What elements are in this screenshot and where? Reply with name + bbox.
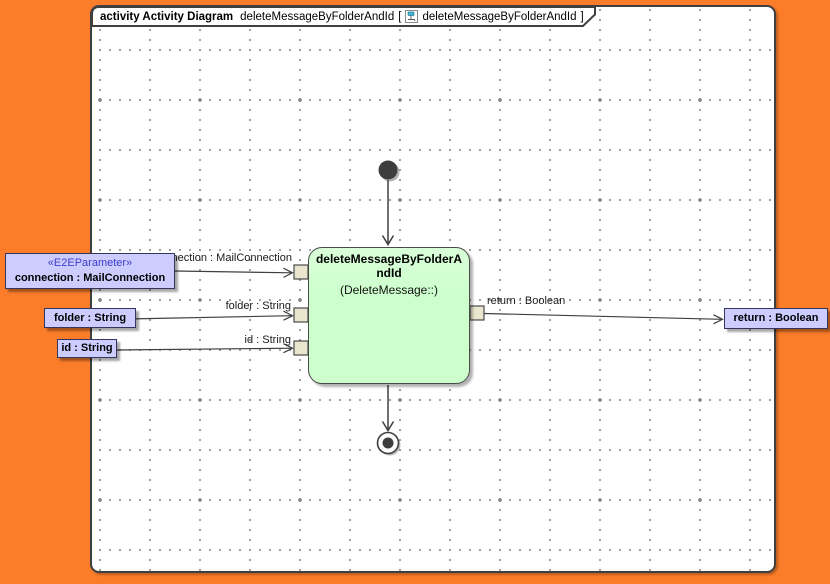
- edge-label-return[interactable]: return : Boolean: [487, 295, 566, 307]
- parameter-name: connection : MailConnection: [14, 272, 166, 284]
- parameter-name: id : String: [61, 342, 113, 354]
- diagram-title: activity Activity Diagram deleteMessageB…: [100, 7, 600, 26]
- arrowhead-right-icon: [283, 310, 294, 321]
- diagram-type-label: activity Activity Diagram: [100, 10, 234, 23]
- parameter-node-folder[interactable]: folder : String: [44, 308, 136, 328]
- bracket-close: ]: [580, 10, 584, 23]
- edge-label-folder[interactable]: folder : String: [225, 300, 291, 312]
- input-pin-connection[interactable]: [293, 264, 309, 280]
- diagram-title-tab-shape: [91, 6, 596, 27]
- arrowhead-down-icon: [381, 235, 395, 246]
- arrowhead-right-icon: [283, 267, 294, 278]
- bracket-open: [: [398, 10, 402, 23]
- object-flow-id[interactable]: [116, 347, 293, 351]
- initial-node[interactable]: [378, 160, 398, 180]
- activity-qualifier: (DeleteMessage::): [339, 283, 439, 297]
- arrowhead-down-icon: [381, 421, 395, 432]
- parameter-stereotype: «E2EParameter»: [47, 257, 133, 269]
- edge-label-connection[interactable]: connection : MailConnection: [153, 252, 292, 264]
- final-node-dot: [382, 437, 394, 449]
- input-pin-id[interactable]: [293, 340, 309, 356]
- arrowhead-right-icon: [713, 314, 724, 325]
- edge-label-id[interactable]: id : String: [244, 334, 291, 346]
- diagram-name-label: deleteMessageByFolderAndId: [240, 10, 395, 23]
- parameter-name: folder : String: [53, 311, 127, 324]
- object-flow-folder[interactable]: [126, 315, 293, 320]
- object-flow-connection[interactable]: [174, 270, 293, 274]
- activity-node[interactable]: deleteMessageByFolderAndId (DeleteMessag…: [308, 247, 470, 384]
- output-pin-return[interactable]: [469, 305, 485, 321]
- parameter-name: return : Boolean: [733, 312, 819, 324]
- object-flow-return[interactable]: [483, 312, 723, 320]
- activity-diagram-icon: [405, 10, 419, 23]
- parameter-node-id[interactable]: id : String: [57, 339, 117, 358]
- arrowhead-right-icon: [283, 343, 294, 354]
- activity-name: deleteMessageByFolderAndId: [315, 252, 463, 280]
- parameter-node-return[interactable]: return : Boolean: [724, 308, 828, 329]
- diagram-context-label: deleteMessageByFolderAndId: [422, 10, 577, 23]
- input-pin-folder[interactable]: [293, 307, 309, 323]
- parameter-node-connection[interactable]: «E2EParameter» connection : MailConnecti…: [5, 253, 175, 289]
